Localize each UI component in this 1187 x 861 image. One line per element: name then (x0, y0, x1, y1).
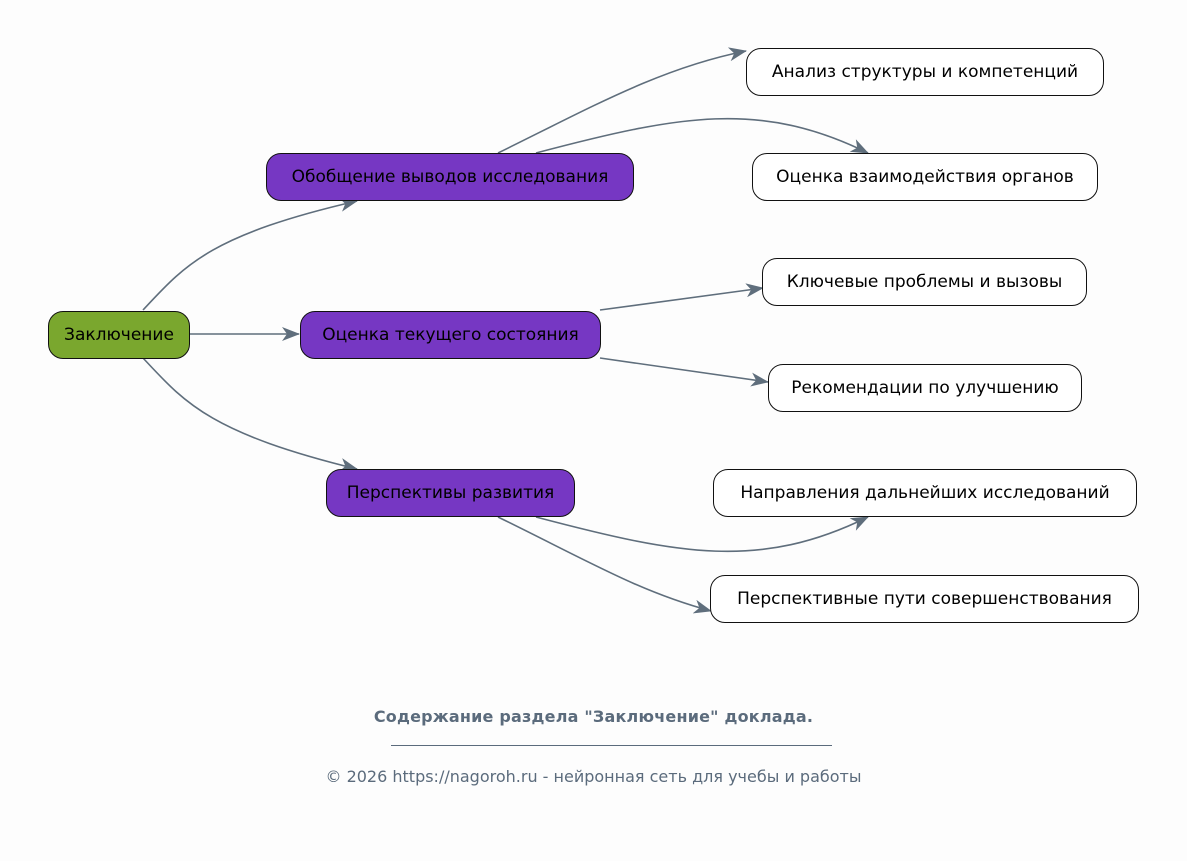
branch-node-prospects[interactable]: Перспективы развития (326, 469, 575, 517)
caption-title: Содержание раздела "Заключение" доклада. (373, 707, 814, 726)
branch-node-summary[interactable]: Обобщение выводов исследования (266, 153, 634, 201)
leaf-node-improvement-paths[interactable]: Перспективные пути совершенствования (710, 575, 1139, 623)
leaf-node-structure-analysis[interactable]: Анализ структуры и компетенций (746, 48, 1104, 96)
leaf-node-research-directions[interactable]: Направления дальнейших исследований (713, 469, 1137, 517)
edge-branch-3-to-leaf-2 (497, 516, 712, 614)
leaf-node-label: Направления дальнейших исследований (740, 483, 1110, 503)
leaf-node-label: Перспективные пути совершенствования (737, 589, 1112, 609)
leaf-node-label: Анализ структуры и компетенций (771, 62, 1079, 82)
branch-node-label: Обобщение выводов исследования (291, 167, 609, 187)
branch-node-label: Перспективы развития (346, 483, 555, 503)
edge-root-to-branch-3 (142, 357, 358, 472)
edge-branch-1-to-leaf-1 (497, 47, 747, 154)
edge-root-to-branch-1 (142, 198, 358, 311)
leaf-node-label: Ключевые проблемы и вызовы (786, 272, 1063, 292)
leaf-node-interaction-assessment[interactable]: Оценка взаимодействия органов (752, 153, 1098, 201)
leaf-node-label: Рекомендации по улучшению (791, 378, 1059, 398)
edge-branch-2-to-leaf-2 (599, 357, 769, 387)
caption-divider (391, 745, 832, 746)
leaf-node-recommendations[interactable]: Рекомендации по улучшению (768, 364, 1082, 412)
root-node[interactable]: Заключение (48, 311, 190, 359)
leaf-node-key-problems[interactable]: Ключевые проблемы и вызовы (762, 258, 1087, 306)
edge-branch-1-to-leaf-2 (535, 117, 869, 154)
edge-branch-2-to-leaf-1 (599, 283, 764, 311)
branch-node-label: Оценка текущего состояния (322, 325, 579, 345)
caption-copyright: © 2026 https://nagoroh.ru - нейронная се… (325, 767, 862, 786)
root-node-label: Заключение (64, 325, 174, 345)
edge-branch-3-to-leaf-1 (535, 516, 869, 553)
leaf-node-label: Оценка взаимодействия органов (776, 167, 1074, 187)
branch-node-current-state[interactable]: Оценка текущего состояния (300, 311, 601, 359)
